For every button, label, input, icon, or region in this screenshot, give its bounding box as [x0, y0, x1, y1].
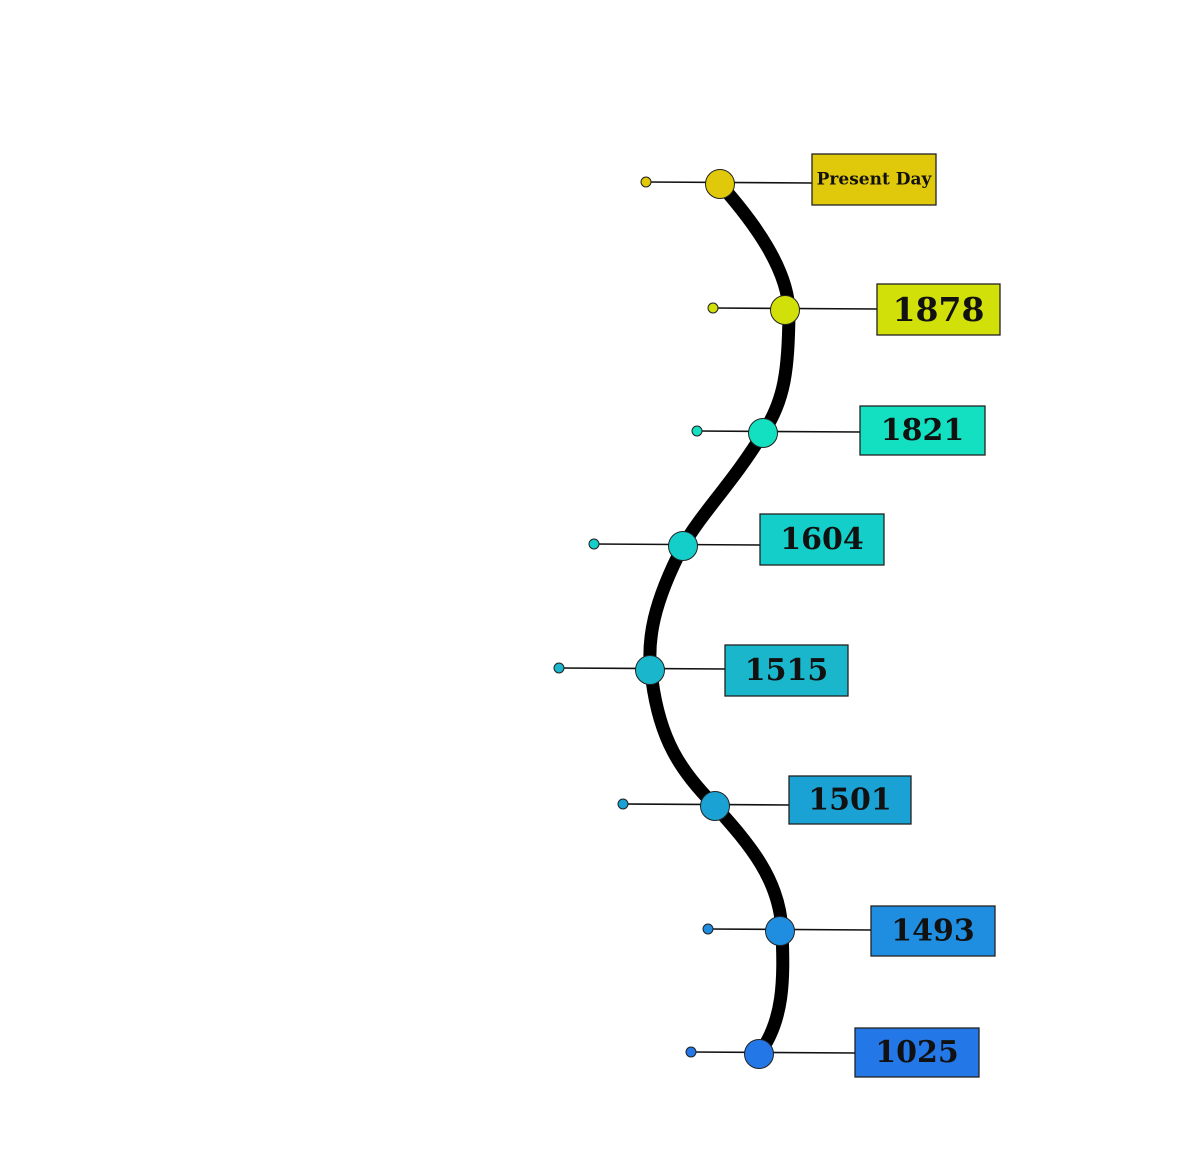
- year-label-1878: 1878: [893, 290, 985, 329]
- year-box-1515: [724, 644, 849, 697]
- year-labels: Present Day 1878 1821 1604 1515 1501 1493 1025: [724, 153, 1001, 1078]
- year-label-1025: 1025: [875, 1035, 959, 1070]
- year-box-1604: [759, 513, 885, 566]
- year-label-1493: 1493: [891, 914, 975, 949]
- end-dot-1515: [553, 662, 565, 674]
- end-dot-1878: [707, 302, 719, 314]
- connector-lines: [558, 181, 878, 1054]
- year-box-1821: [859, 405, 986, 456]
- timeline-node-1501: [700, 791, 730, 821]
- year-box-1501: [788, 775, 912, 825]
- end-dot-1025: [685, 1046, 697, 1058]
- timeline-node-1025: [744, 1039, 774, 1069]
- end-dot-1821: [691, 425, 703, 437]
- timeline-node-1515: [635, 655, 665, 685]
- end-dot-1604: [588, 538, 600, 550]
- timeline-node-1821: [748, 418, 778, 448]
- year-box-1025: [854, 1027, 980, 1078]
- year-box-1878: [876, 283, 1001, 336]
- timeline-node-1878: [770, 295, 800, 325]
- year-label-1604: 1604: [780, 522, 864, 557]
- connector-line-1821: [696, 430, 861, 433]
- year-label-present-day: Present Day: [817, 170, 933, 190]
- timeline-node-1493: [765, 916, 795, 946]
- year-label-1501: 1501: [808, 783, 892, 818]
- timeline-node-1604: [668, 531, 698, 561]
- timeline-spine: [643, 177, 796, 1061]
- year-box-1493: [870, 905, 996, 957]
- end-dot-present-day: [640, 176, 652, 188]
- end-dot-1493: [702, 923, 714, 935]
- timeline-node-present-day: [705, 169, 735, 199]
- year-label-1515: 1515: [745, 653, 829, 688]
- end-dot-1501: [617, 798, 629, 810]
- year-label-1821: 1821: [881, 413, 965, 448]
- timeline-nodes: [553, 169, 800, 1069]
- year-box-present-day: [811, 153, 937, 206]
